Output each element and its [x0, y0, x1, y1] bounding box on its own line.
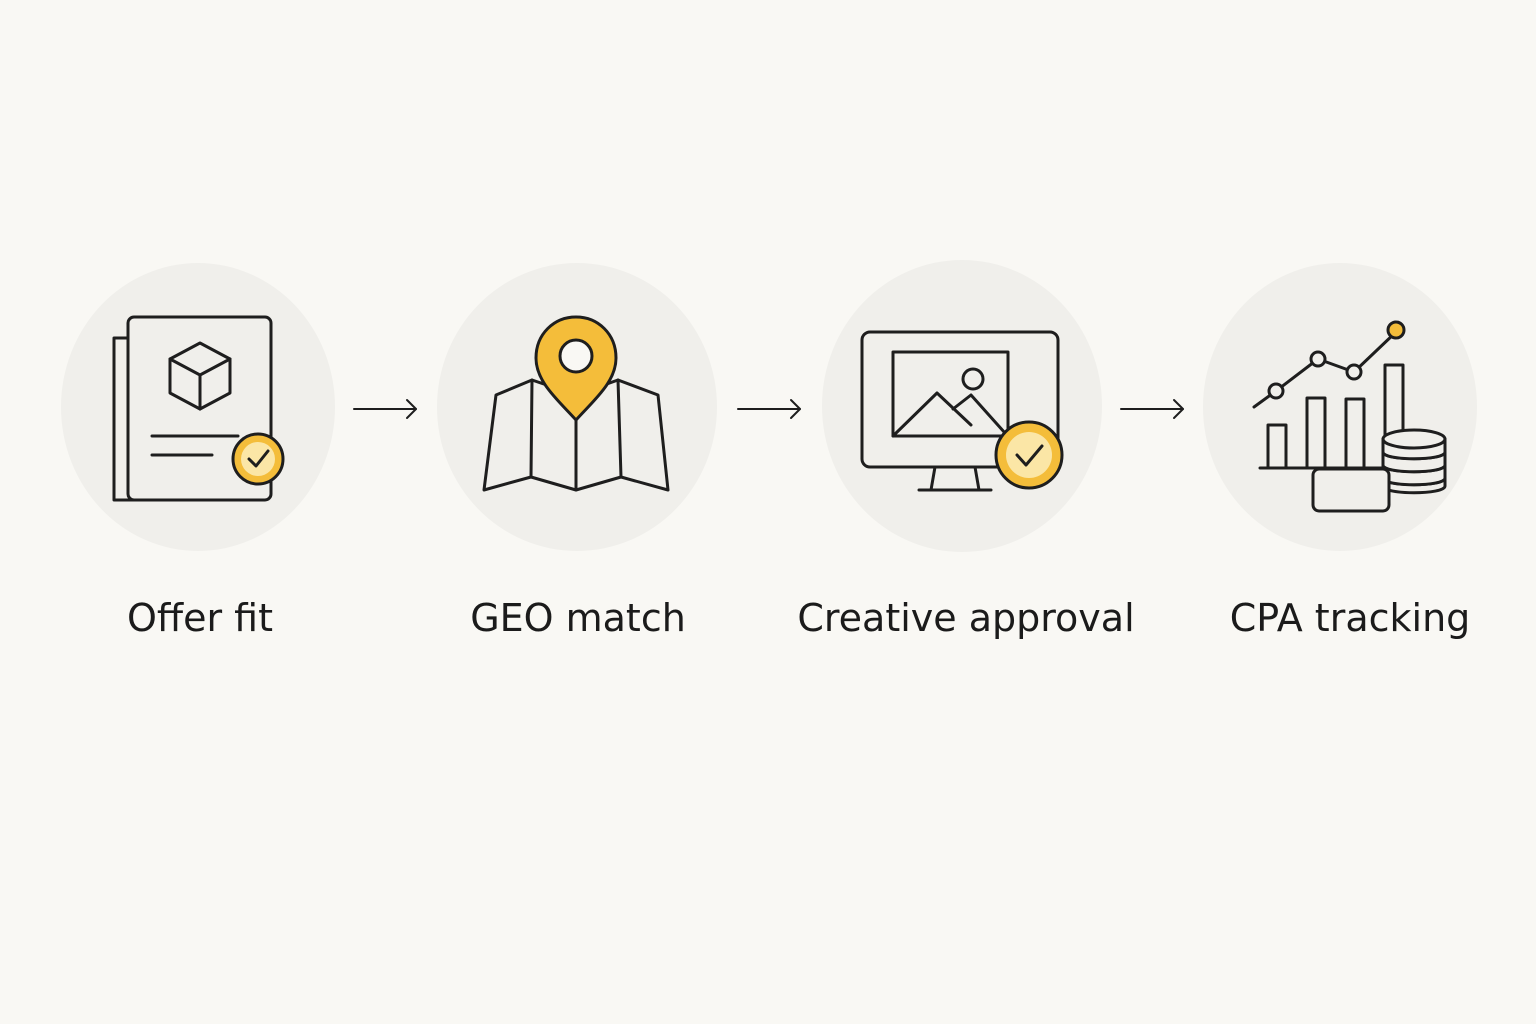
arrow-right-icon	[737, 399, 801, 419]
map-pin-icon	[482, 315, 670, 492]
step-label-creative-approval: Creative approval	[797, 596, 1135, 640]
step-label-geo-match: GEO match	[470, 596, 686, 640]
check-badge-icon	[994, 420, 1064, 490]
chart-coins-icon	[1252, 320, 1447, 513]
monitor-image-icon	[860, 330, 1064, 492]
step-label-offer-fit: Offer fit	[126, 596, 273, 640]
offer-document-icon	[112, 315, 285, 502]
arrow-right-icon	[353, 399, 417, 419]
arrow-right-icon	[1120, 399, 1184, 419]
check-badge-icon	[231, 432, 285, 486]
step-label-cpa-tracking: CPA tracking	[1229, 596, 1471, 640]
